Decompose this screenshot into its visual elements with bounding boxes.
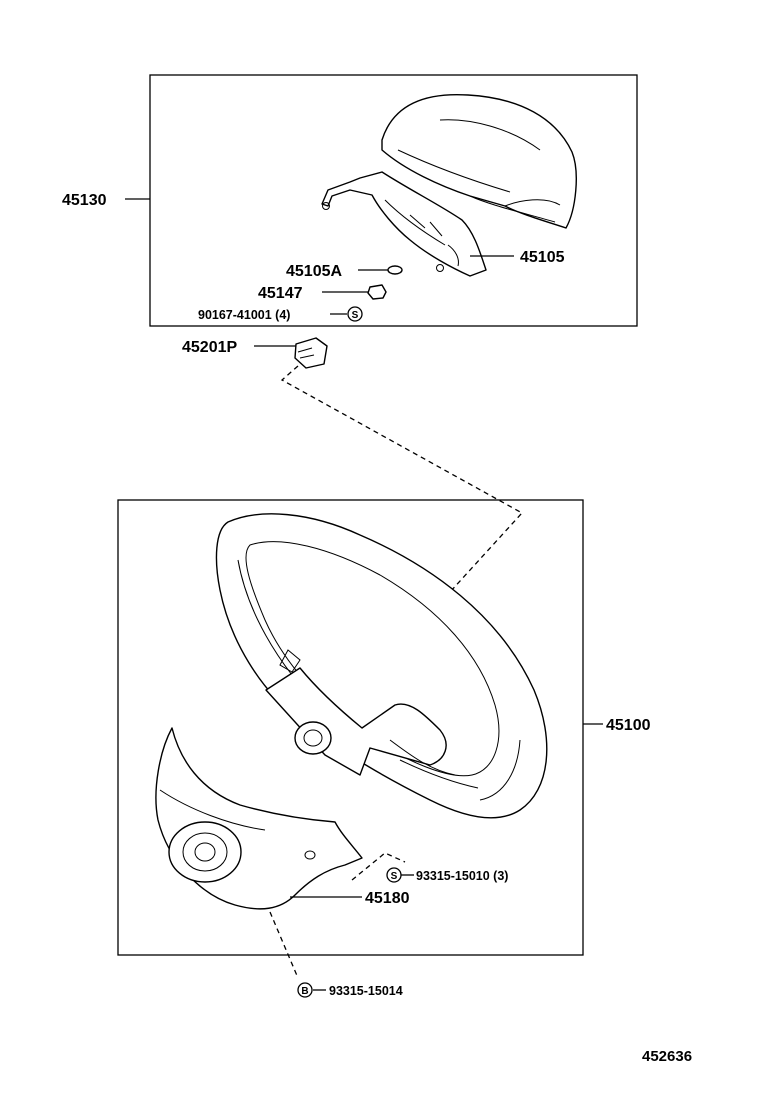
b-symbol-icon: B (297, 982, 313, 998)
wheel-assembly-frame (117, 499, 584, 956)
svg-text:S: S (352, 310, 359, 321)
s-symbol-icon: S (347, 306, 363, 322)
pad-assembly-frame (149, 74, 638, 327)
label-45105a: 45105A (286, 263, 342, 280)
label-93315-15010: 93315-15010 (3) (416, 869, 508, 883)
label-45105: 45105 (520, 249, 565, 266)
lower-cover-illustration (155, 727, 363, 910)
svg-text:S: S (391, 871, 398, 882)
label-90167-41001: 90167-41001 (4) (198, 308, 290, 322)
figure-number: 452636 (642, 1048, 692, 1065)
spiral-cable-illustration (294, 337, 328, 369)
label-45180: 45180 (365, 890, 410, 907)
label-45201p: 45201P (182, 339, 237, 356)
horn-pad-illustration (381, 93, 577, 229)
label-45130: 45130 (62, 192, 107, 209)
spring-45105a (387, 265, 403, 275)
label-45100: 45100 (606, 717, 651, 734)
s-symbol-icon: S (386, 867, 402, 883)
label-45147: 45147 (258, 285, 303, 302)
label-93315-15014: 93315-15014 (329, 984, 403, 998)
svg-text:B: B (301, 986, 308, 997)
nut-45147 (367, 284, 387, 300)
steering-wheel-illustration (215, 513, 548, 819)
pad-bracket-illustration (321, 171, 487, 277)
